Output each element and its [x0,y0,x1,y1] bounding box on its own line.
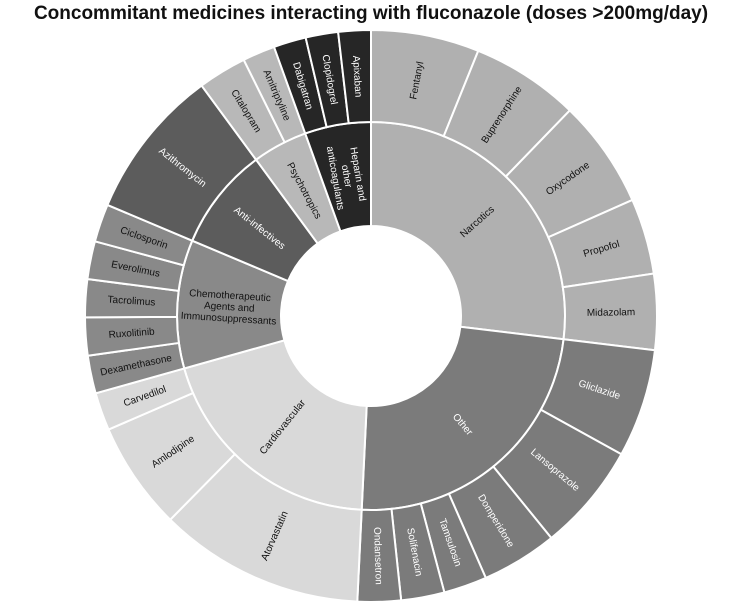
item-label-midazolam: Midazolam [587,307,636,319]
item-label-ruxolitinib: Ruxolitinib [108,326,155,340]
item-label-tacrolimus: Tacrolimus [107,294,155,308]
chart-title: Concommitant medicines interacting with … [33,3,709,24]
item-label-ondansetron: Ondansetron [371,527,384,585]
item-segment-apixaban[interactable] [336,28,372,125]
item-label-apixaban: Apixaban [350,55,363,97]
